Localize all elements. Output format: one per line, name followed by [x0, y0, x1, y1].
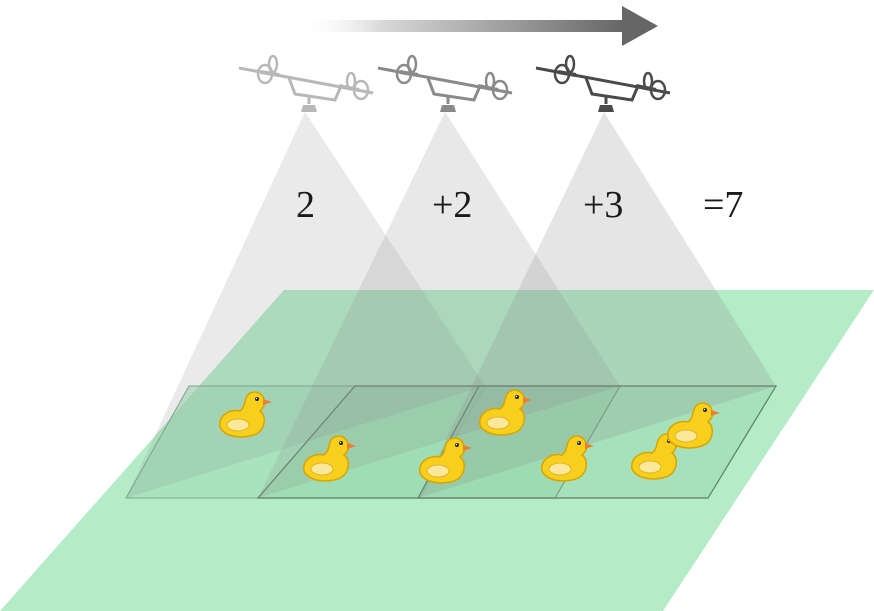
drone-icon	[237, 54, 375, 114]
view-cone-2	[258, 112, 620, 498]
view-cone-1	[126, 112, 485, 498]
motion-arrow-icon	[300, 6, 658, 46]
drone-icon	[376, 54, 514, 114]
total-count-label: =7	[703, 184, 743, 226]
count-label-frame-1: 2	[296, 184, 315, 226]
count-label-frame-3: +3	[583, 184, 623, 226]
count-label-frame-2: +2	[432, 184, 472, 226]
drone-icon	[534, 54, 672, 114]
